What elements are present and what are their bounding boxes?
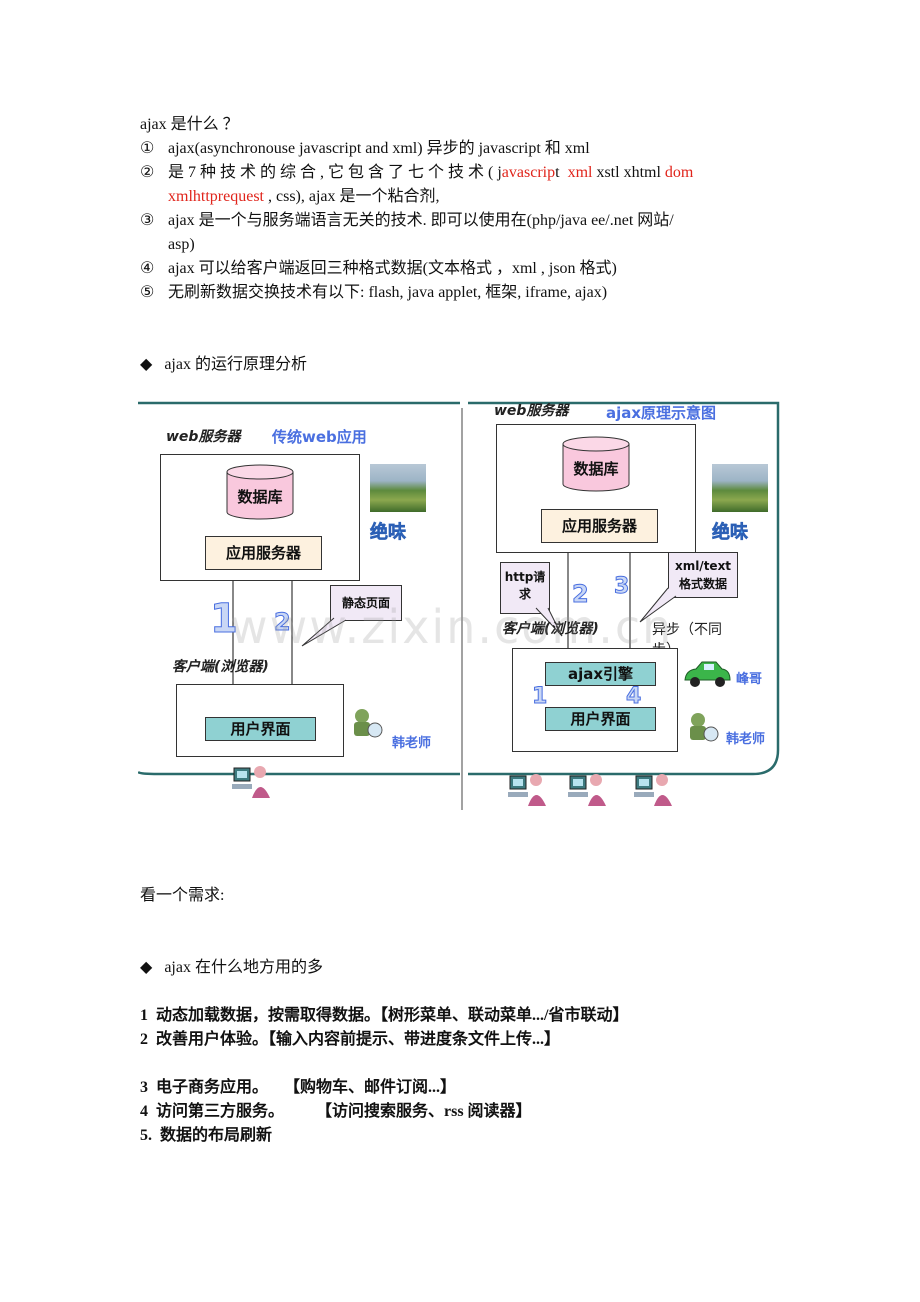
left-step-2: 2: [274, 608, 292, 637]
usage-text: 访问第三方服务。 【访问搜索服务、rss 阅读器】: [156, 1103, 532, 1120]
left-step-1: 1: [210, 596, 239, 643]
callout-pointer: [301, 617, 347, 647]
diamond-bullet-icon: ◆: [140, 356, 153, 373]
right-ajax-engine: ajax引擎: [545, 662, 656, 686]
teacher-avatar-icon: [354, 709, 383, 738]
right-step-2: 2: [572, 580, 590, 609]
item-text: ajax(asynchronouse javascript and xml) 异…: [168, 140, 590, 157]
green-car-icon: [684, 661, 731, 687]
item-text-red-xml: xml: [567, 164, 593, 181]
left-teacher-label: 韩老师: [392, 736, 432, 751]
item-text-red-javascript: avascrip: [501, 164, 556, 181]
item-text-red-dom: dom: [664, 164, 694, 181]
landscape-photo-icon: [712, 464, 768, 512]
usage-number: 3: [140, 1079, 148, 1096]
callout-pointer: [639, 587, 677, 623]
usage-item-5: 5. 数据的布局刷新: [140, 1125, 272, 1147]
user-at-computer-icon: [568, 774, 606, 806]
section-heading-principle: ◆ ajax 的运行原理分析: [140, 354, 307, 376]
intro-item-2-cont: xmlhttprequest , css), ajax 是一个粘合剂,: [168, 186, 440, 208]
item-number: ③: [140, 212, 155, 229]
item-text: , css), ajax 是一个粘合剂,: [263, 188, 440, 205]
item-text-red-xhr: xmlhttprequest: [168, 188, 264, 205]
right-client-label: 客户端(浏览器): [502, 621, 599, 637]
callout-text: http请求: [504, 570, 546, 601]
usage-text: 数据的布局刷新: [160, 1127, 273, 1144]
item-text-mid: xstl xhtml: [592, 164, 665, 181]
intro-item-3: ③ ajax 是一个与服务端语言无关的技术. 即可以使用在(php/java ee…: [140, 210, 674, 232]
right-http-request-callout: http请求: [500, 562, 550, 614]
intro-item-1: ① ajax(asynchronouse javascript and xml) …: [140, 138, 590, 160]
need-text: 看一个需求:: [140, 887, 225, 904]
item-text-t: t: [555, 164, 560, 181]
usage-item-3: 3 电子商务应用。 【购物车、邮件订阅...】: [140, 1077, 456, 1099]
item-text: ajax 是一个与服务端语言无关的技术. 即可以使用在(php/java ee/…: [168, 212, 674, 229]
left-app-server: 应用服务器: [205, 536, 322, 570]
watermark: www.zixin.com.cn: [230, 600, 674, 654]
usage-text: 电子商务应用。 【购物车、邮件订阅...】: [156, 1079, 457, 1096]
item-number: ②: [140, 164, 155, 181]
callout-text: xml/text: [674, 559, 732, 573]
left-web-server-label: web服务器: [166, 429, 241, 445]
right-database-label: 数据库: [573, 460, 619, 478]
usage-text: 动态加载数据，按需取得数据。【树形菜单、联动菜单.../省市联动】: [156, 1007, 629, 1024]
ajax-principle-diagram: web服务器 传统web应用 数据库 应用服务器 绝味 静态页面 1 2 客户端…: [138, 400, 782, 812]
intro-heading: ajax 是什么 ？: [140, 116, 239, 133]
item-text: 是 7 种 技 术 的 综 合 , 它 包 含 了 七 个 技 术 (: [168, 164, 498, 181]
section-heading-usage: ◆ ajax 在什么地方用的多: [140, 957, 323, 979]
right-user-interface: 用户界面: [545, 707, 656, 731]
left-traditional-web-title: 传统web应用: [272, 428, 367, 446]
section-title: ajax 的运行原理分析: [164, 356, 307, 373]
user-at-computer-icon: [634, 774, 672, 806]
right-teacher-label: 韩老师: [726, 732, 766, 747]
right-brand-label: 绝味: [712, 522, 749, 544]
left-brand-label: 绝味: [370, 522, 407, 544]
right-step-4: 4: [625, 684, 642, 710]
item-number: ④: [140, 260, 155, 277]
left-static-page-callout: 静态页面: [330, 585, 402, 621]
usage-item-1: 1 动态加载数据，按需取得数据。【树形菜单、联动菜单.../省市联动】: [140, 1005, 628, 1027]
left-database-icon: 数据库: [226, 464, 294, 520]
usage-number: 2: [140, 1031, 148, 1048]
right-xml-data-callout: xml/text 格式数据: [668, 552, 738, 598]
callout-text: 格式数据: [678, 577, 727, 591]
usage-number: 4: [140, 1103, 148, 1120]
right-step-3: 3: [613, 574, 630, 600]
left-client-label: 客户端(浏览器): [172, 659, 269, 675]
intro-item-3-cont: asp): [168, 236, 195, 253]
right-app-server: 应用服务器: [541, 509, 658, 543]
usage-item-2: 2 改善用户体验。【输入内容前提示、带进度条文件上传...】: [140, 1029, 560, 1051]
right-ajax-title: ajax原理示意图: [606, 404, 717, 422]
right-database-icon: 数据库: [562, 436, 630, 492]
item-number: ⑤: [140, 284, 155, 301]
user-at-computer-icon: [232, 766, 270, 798]
user-at-computer-icon: [508, 774, 546, 806]
teacher-avatar-icon: [690, 713, 719, 742]
intro-item-4: ④ ajax 可以给客户端返回三种格式数据(文本格式 ，xml , json 格式…: [140, 258, 617, 280]
callout-pointer: [535, 607, 563, 637]
usage-number: 5.: [140, 1127, 152, 1144]
right-web-server-label: web服务器: [494, 403, 569, 419]
left-database-label: 数据库: [237, 488, 283, 506]
usage-text: 改善用户体验。【输入内容前提示、带进度条文件上传...】: [156, 1031, 561, 1048]
diamond-bullet-icon: ◆: [140, 959, 153, 976]
left-user-interface: 用户界面: [205, 717, 316, 741]
fengge-label: 峰哥: [736, 672, 763, 687]
item-text-j: j: [497, 164, 502, 181]
item-number: ①: [140, 140, 155, 157]
usage-item-4: 4 访问第三方服务。 【访问搜索服务、rss 阅读器】: [140, 1101, 532, 1123]
intro-item-2: ② 是 7 种 技 术 的 综 合 , 它 包 含 了 七 个 技 术 ( jav…: [140, 162, 693, 184]
item-text: 无刷新数据交换技术有以下: flash, java applet, 框架, if…: [168, 284, 608, 301]
item-text: ajax 可以给客户端返回三种格式数据(文本格式 ，xml , json 格式): [168, 260, 617, 277]
right-step-1: 1: [531, 684, 548, 710]
intro-item-5: ⑤ 无刷新数据交换技术有以下: flash, java applet, 框架, i…: [140, 282, 607, 304]
section-title: ajax 在什么地方用的多: [164, 959, 323, 976]
usage-number: 1: [140, 1007, 148, 1024]
landscape-photo-icon: [370, 464, 426, 512]
